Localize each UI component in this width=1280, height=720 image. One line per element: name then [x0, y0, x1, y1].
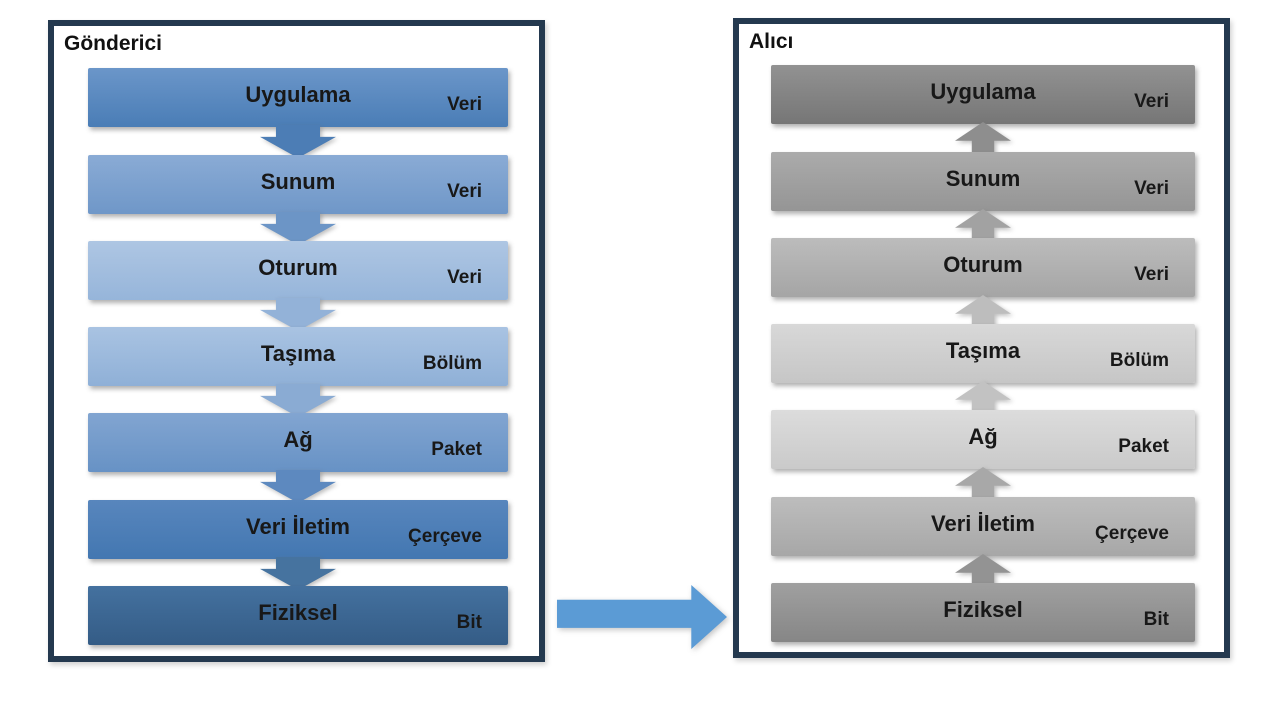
down-arrow-icon — [260, 212, 336, 245]
layer-name: Uygulama — [245, 81, 351, 107]
osi-layer: Uygulama Veri — [771, 65, 1195, 124]
layer-unit-label: Bölüm — [1109, 349, 1169, 371]
up-arrow-icon — [955, 467, 1011, 501]
layer-unit-label: Paket — [431, 438, 482, 460]
layer-name: Taşıma — [260, 340, 336, 366]
osi-layer: Sunum Veri — [771, 152, 1195, 211]
layer-unit-label: Veri — [447, 266, 482, 288]
layer-name: Fiziksel — [258, 599, 338, 625]
layer-name: Oturum — [258, 254, 338, 280]
osi-layer: Sunum Veri — [88, 155, 508, 214]
osi-layer: Oturum Veri — [771, 238, 1195, 297]
down-arrow-icon — [260, 384, 336, 417]
layer-unit-label: Veri — [447, 93, 482, 115]
osi-layer: Uygulama Veri — [88, 68, 508, 127]
layer-unit-label: Bölüm — [422, 352, 482, 374]
layer-name: Sunum — [260, 168, 336, 194]
layer-name: Oturum — [943, 251, 1023, 277]
layer-unit-label: Bit — [456, 611, 482, 633]
layer-name: Veri İletim — [246, 513, 350, 539]
osi-layer: Ağ Paket — [771, 410, 1195, 469]
layer-name: Sunum — [945, 165, 1021, 191]
layer-unit-label: Çerçeve — [408, 525, 482, 547]
sender-box: Gönderici Uygulama Veri Sunum Veri Oturu… — [48, 20, 545, 662]
down-arrow-icon — [260, 557, 336, 590]
up-arrow-icon — [955, 381, 1011, 415]
transfer-arrow-icon — [557, 585, 727, 649]
up-arrow-icon — [955, 122, 1011, 156]
osi-layer: Veri İletim Çerçeve — [88, 500, 508, 559]
osi-layer: Fiziksel Bit — [771, 583, 1195, 642]
down-arrow-icon — [260, 298, 336, 331]
layer-name: Ağ — [968, 423, 998, 449]
up-arrow-icon — [955, 554, 1011, 588]
osi-layer: Oturum Veri — [88, 241, 508, 300]
receiver-title: Alıcı — [749, 30, 794, 53]
down-arrow-icon — [260, 125, 336, 158]
layer-name: Ağ — [283, 426, 313, 452]
layer-unit-label: Veri — [1134, 263, 1169, 285]
layer-unit-label: Paket — [1118, 435, 1169, 457]
layer-unit-label: Veri — [1134, 90, 1169, 112]
layer-unit-label: Çerçeve — [1095, 522, 1169, 544]
layer-name: Uygulama — [930, 78, 1036, 104]
osi-layer: Fiziksel Bit — [88, 586, 508, 645]
down-arrow-icon — [260, 470, 336, 503]
layer-unit-label: Bit — [1143, 608, 1169, 630]
layer-name: Veri İletim — [931, 510, 1035, 536]
osi-layer: Ağ Paket — [88, 413, 508, 472]
osi-layer: Taşıma Bölüm — [771, 324, 1195, 383]
up-arrow-icon — [955, 209, 1011, 243]
layer-name: Taşıma — [945, 337, 1021, 363]
up-arrow-icon — [955, 295, 1011, 329]
layer-unit-label: Veri — [1134, 177, 1169, 199]
osi-layer: Taşıma Bölüm — [88, 327, 508, 386]
sender-title: Gönderici — [64, 32, 163, 55]
layer-unit-label: Veri — [447, 180, 482, 202]
receiver-box: Alıcı Uygulama Veri Sunum Veri Oturum Ve… — [733, 18, 1230, 658]
layer-name: Fiziksel — [943, 596, 1023, 622]
osi-layer: Veri İletim Çerçeve — [771, 497, 1195, 556]
